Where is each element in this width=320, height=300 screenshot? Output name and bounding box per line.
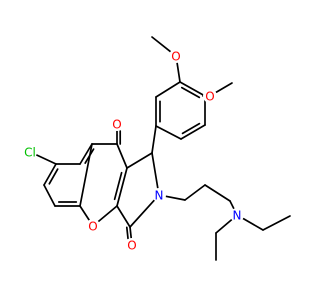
chlorine-label: Cl — [24, 146, 36, 160]
double-bond — [180, 86, 201, 99]
double-bond — [116, 167, 128, 207]
ketone-oxygen-label: O — [112, 118, 121, 132]
double-bond — [113, 171, 123, 201]
atom-label-background — [203, 89, 217, 103]
single-bond — [129, 199, 156, 228]
single-bond — [35, 154, 57, 165]
atom-label-background — [152, 188, 166, 202]
single-bond — [43, 184, 56, 207]
single-bond — [242, 217, 264, 231]
single-bond — [165, 195, 186, 201]
pyran-oxygen-label: O — [88, 220, 97, 234]
single-bond — [155, 81, 181, 98]
single-bond — [151, 152, 159, 189]
single-bond — [262, 215, 291, 231]
double-bond — [179, 81, 206, 97]
atom-label-background — [86, 219, 100, 233]
double-bond — [43, 163, 57, 186]
single-bond — [151, 125, 157, 154]
single-bond — [215, 218, 233, 234]
lactam-nitrogen-label: N — [155, 189, 164, 203]
molecule-structure: O O O ClN O O N — [23, 36, 291, 261]
single-bond — [116, 205, 131, 228]
double-bond — [129, 226, 133, 239]
atom-label-background — [125, 238, 139, 252]
double-bond — [180, 124, 206, 140]
single-bond — [116, 143, 128, 169]
bonds — [35, 36, 291, 261]
single-bond — [126, 152, 153, 169]
single-bond — [176, 62, 181, 83]
single-bond — [184, 184, 206, 201]
double-bond — [48, 168, 59, 185]
single-bond — [155, 125, 182, 140]
amine-nitrogen-label: N — [233, 209, 242, 223]
single-bond — [151, 36, 172, 53]
atom-label-background — [110, 117, 124, 131]
double-bond — [125, 226, 129, 240]
single-bond — [79, 143, 93, 207]
methoxy-oxygen-label: O — [205, 90, 214, 104]
single-bond — [215, 82, 233, 94]
single-bond — [79, 205, 91, 221]
atom-labels: O O O ClN O O N — [23, 49, 244, 253]
single-bond — [229, 200, 235, 210]
double-bond — [181, 122, 201, 135]
single-bond — [204, 184, 231, 202]
atom-label-background — [230, 208, 244, 222]
methoxy-oxygen-label: O — [171, 50, 180, 64]
single-bond — [97, 205, 118, 223]
atom-label-background — [23, 145, 37, 159]
double-bond — [79, 143, 93, 165]
carbonyl-oxygen-label: O — [127, 239, 136, 253]
atom-label-background — [169, 49, 183, 63]
